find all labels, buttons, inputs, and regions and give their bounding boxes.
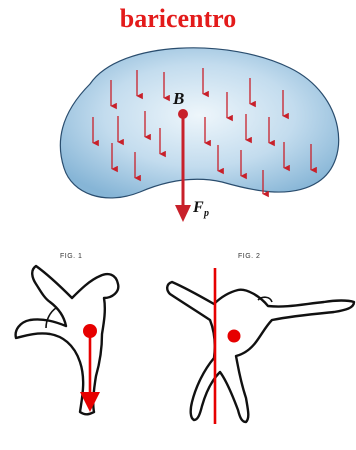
weight-force-label: F bbox=[192, 199, 204, 216]
fig1-label: FIG. 1 bbox=[60, 253, 82, 260]
weight-force-subscript: p bbox=[203, 208, 209, 219]
fig2-dancer bbox=[167, 282, 354, 422]
fig2-label: FIG. 2 bbox=[238, 253, 260, 260]
barycenter-label: B bbox=[172, 89, 184, 108]
fig2-barycenter bbox=[228, 330, 241, 343]
barycenter-point bbox=[178, 109, 188, 119]
weight-force-arrowhead bbox=[175, 205, 191, 222]
body-shape bbox=[60, 48, 338, 198]
fig1-dancer bbox=[16, 266, 119, 414]
